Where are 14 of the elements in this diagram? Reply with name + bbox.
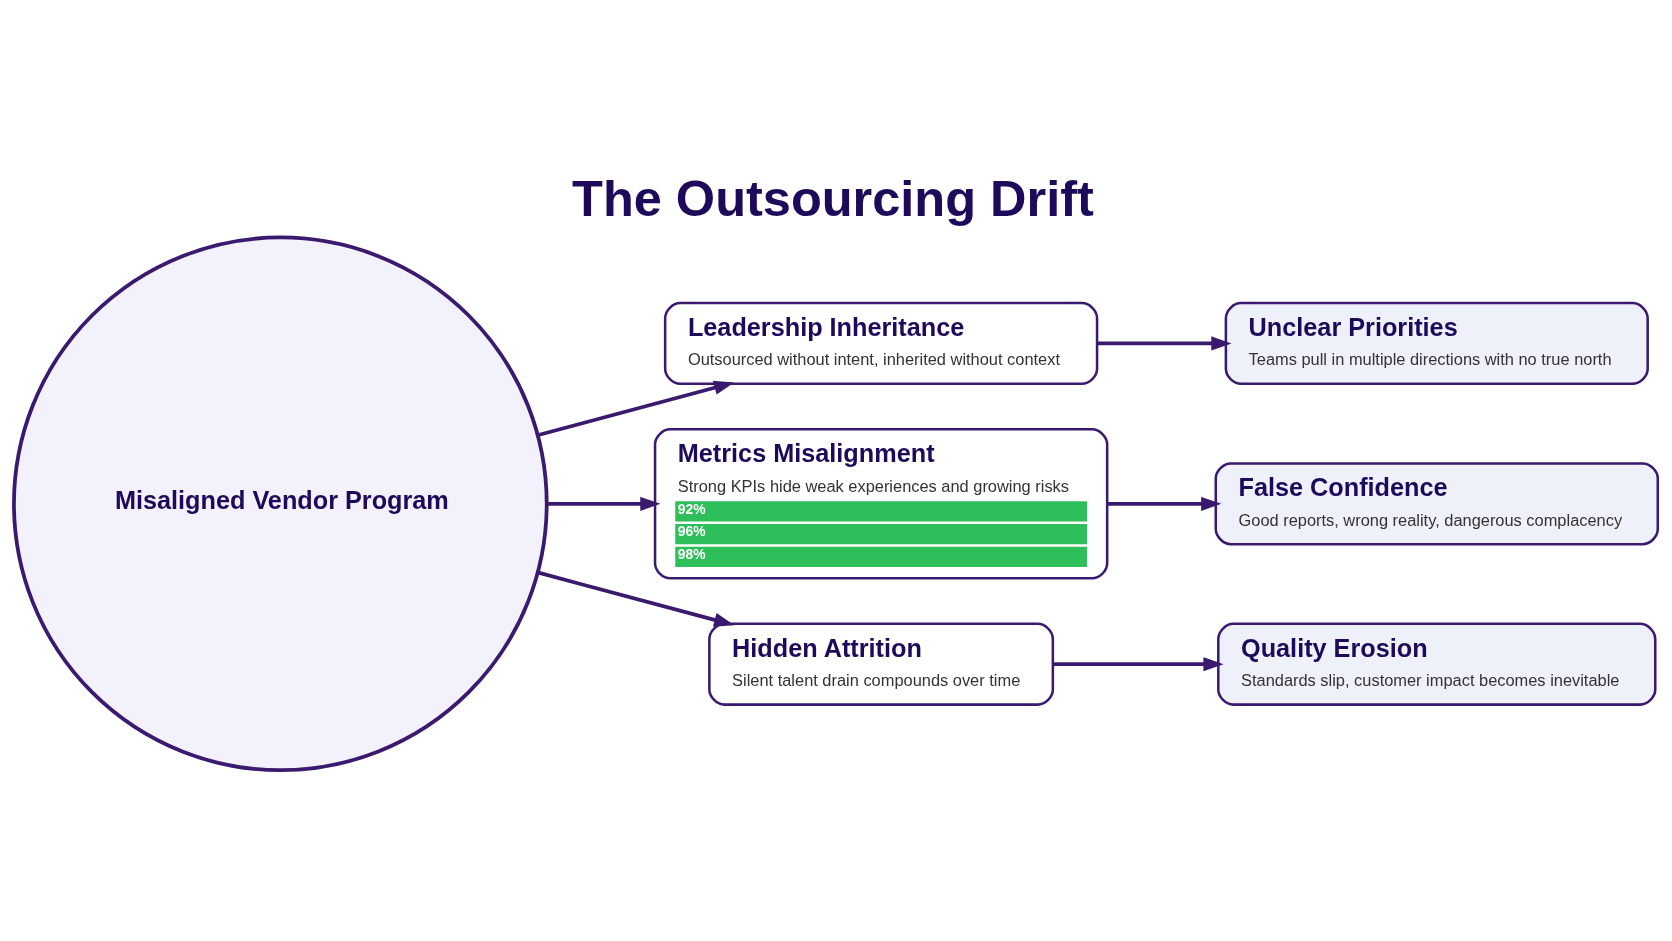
node-box: Quality Erosion Standards slip, customer impact becomes inevitable (1217, 622, 1657, 706)
node-circle: Misaligned Vendor Program (12, 235, 549, 772)
diagram-title: The Outsourcing Drift (572, 169, 1094, 227)
node-box: Metrics Misalignment Strong KPIs hide weak experiences and growing risks 92% 96% 98% (653, 427, 1109, 580)
arrow (536, 380, 735, 437)
node-box: Unclear Priorities Teams pull in multiple directions with no true north (1224, 301, 1649, 385)
arrow (536, 570, 735, 627)
node-box: False Confidence Good reports, wrong reality, dangerous complacency (1214, 461, 1660, 545)
node-box: Leadership Inheritance Outsourced without intent, inherited without context (663, 301, 1099, 385)
arrow (546, 496, 661, 511)
arrow (1097, 335, 1232, 351)
arrow (1107, 496, 1222, 511)
arrow (1053, 656, 1224, 671)
node-box: Hidden Attrition Silent talent drain compounds over time (708, 622, 1055, 706)
